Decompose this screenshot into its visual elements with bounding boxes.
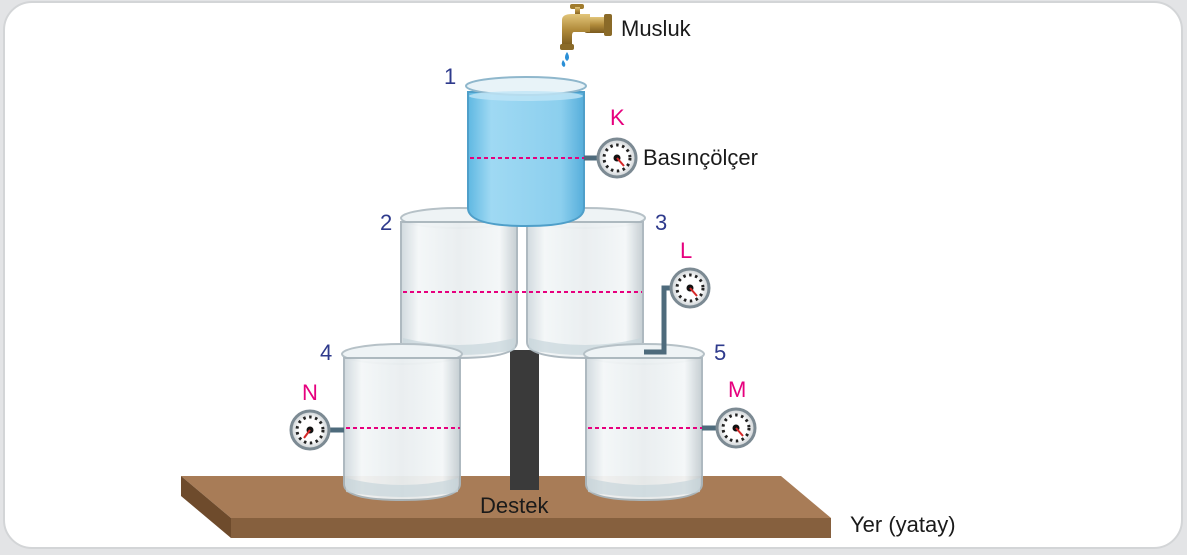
beaker-4 (341, 343, 463, 502)
gauge-k-label: K (610, 105, 625, 130)
gauge-m-label: M (728, 377, 746, 402)
beaker-2-number: 2 (380, 210, 392, 235)
beaker-1-number: 1 (444, 64, 456, 89)
gauge-n-label: N (302, 380, 318, 405)
ground-label: Yer (yatay) (850, 512, 956, 537)
pressure-gauge-label: Basınçölçer (643, 145, 758, 170)
beaker-2 (400, 207, 518, 360)
beaker-5 (583, 343, 705, 502)
beaker-5-number: 5 (714, 340, 726, 365)
tap-label: Musluk (621, 16, 692, 41)
gauge-n-icon (289, 409, 331, 451)
gauge-k-icon (596, 137, 638, 179)
beaker-3 (524, 207, 646, 360)
beaker-4-number: 4 (320, 340, 332, 365)
gauge-m-icon (715, 407, 757, 449)
gauge-l-icon (669, 267, 711, 309)
support-label: Destek (480, 493, 549, 518)
beaker-3-number: 3 (655, 210, 667, 235)
support-pillar (510, 350, 539, 490)
beaker-1 (465, 76, 587, 228)
gauge-pipes (330, 155, 716, 433)
gauge-l-label: L (680, 238, 692, 263)
level-lines (346, 157, 712, 429)
tap-icon (560, 4, 612, 67)
